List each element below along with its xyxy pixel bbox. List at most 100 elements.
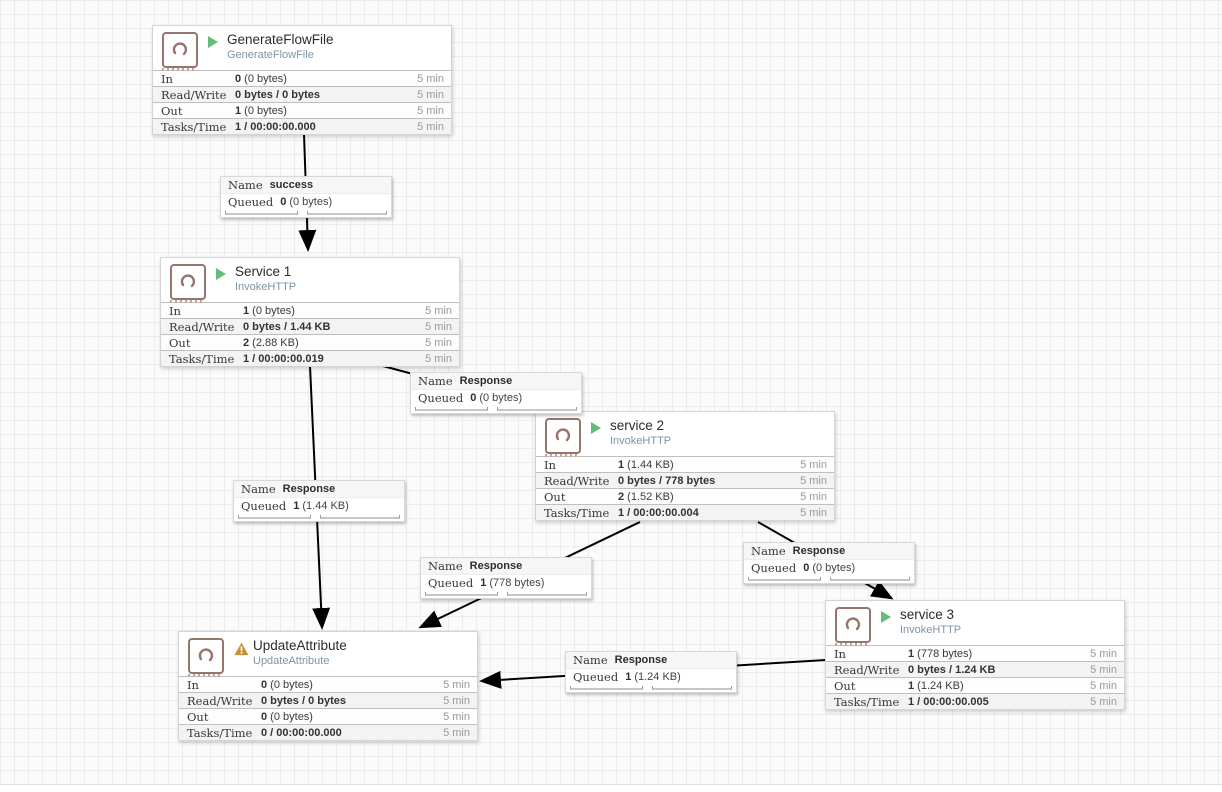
connection-name: Response <box>459 375 513 387</box>
connection-name: success <box>269 179 314 191</box>
stamp-perforation <box>188 674 222 677</box>
stat-label: Out <box>161 103 183 118</box>
queued-count: 0 <box>470 392 477 404</box>
stat-row-in: In 1 (778 bytes) 5 min <box>826 645 1124 661</box>
running-icon <box>881 611 891 623</box>
processor-service-1[interactable]: Service 1 InvokeHTTP In 1 (0 bytes) 5 mi… <box>160 257 460 367</box>
stat-value: 0 bytes / 1.24 KB <box>908 663 996 676</box>
stat-window: 5 min <box>443 726 470 739</box>
processor-type: InvokeHTTP <box>610 435 672 447</box>
stat-value: 0 / 00:00:00.000 <box>261 726 342 739</box>
queued-count: 0 <box>803 562 810 574</box>
processor-header: UpdateAttribute UpdateAttribute <box>179 632 477 677</box>
queue-indicator <box>421 591 591 598</box>
processor-updateattribute[interactable]: UpdateAttribute UpdateAttribute In 0 (0 … <box>178 631 478 741</box>
connection-label-response-4[interactable]: Name Response Queued 0 (0 bytes) <box>743 542 915 584</box>
stat-window: 5 min <box>417 120 444 133</box>
stat-row-in: In 0 (0 bytes) 5 min <box>153 70 451 86</box>
stat-row-out: Out 1 (1.24 KB) 5 min <box>826 677 1124 693</box>
stat-label: Read/Write <box>187 693 253 708</box>
stat-window: 5 min <box>1090 679 1117 692</box>
stat-label: Tasks/Time <box>834 694 900 709</box>
processor-name: UpdateAttribute <box>253 638 347 653</box>
processor-service-2[interactable]: service 2 InvokeHTTP In 1 (1.44 KB) 5 mi… <box>535 411 835 521</box>
connection-name-row: Name Response <box>411 373 581 390</box>
stat-value: 0 (0 bytes) <box>261 678 313 691</box>
stat-label: Tasks/Time <box>544 505 610 520</box>
connection-name: Response <box>792 545 846 557</box>
queue-indicator <box>744 576 914 583</box>
connection-name: Response <box>282 483 336 495</box>
connection-name-row: Name success <box>221 177 391 194</box>
stat-value: 1 (778 bytes) <box>908 647 973 660</box>
stat-window: 5 min <box>800 474 827 487</box>
stat-value: 0 bytes / 0 bytes <box>235 88 320 101</box>
stat-value: 1 / 00:00:00.019 <box>243 352 324 365</box>
processor-type: InvokeHTTP <box>235 281 297 293</box>
connection-queued-row: Queued 1 (778 bytes) <box>428 576 545 590</box>
queued-size: (1.24 KB) <box>634 671 681 683</box>
stat-value: 0 bytes / 0 bytes <box>261 694 346 707</box>
stat-value: 1 / 00:00:00.005 <box>908 695 989 708</box>
processor-name: service 3 <box>900 607 955 622</box>
stat-label: Read/Write <box>169 319 235 334</box>
stat-value: 0 bytes / 778 bytes <box>618 474 716 487</box>
queued-size: (1.44 KB) <box>302 500 349 512</box>
queued-size: (0 bytes) <box>812 562 856 574</box>
stat-label: Out <box>169 335 191 350</box>
queued-count: 1 <box>293 500 300 512</box>
queue-indicator <box>221 210 391 217</box>
stat-row-in: In 0 (0 bytes) 5 min <box>179 676 477 692</box>
queue-indicator <box>411 406 581 413</box>
processor-generateflowfile[interactable]: GenerateFlowFile GenerateFlowFile In 0 (… <box>152 25 452 135</box>
processor-type: InvokeHTTP <box>900 624 962 636</box>
stat-label: Tasks/Time <box>187 725 253 740</box>
stat-window: 5 min <box>425 352 452 365</box>
stat-row-in: In 1 (0 bytes) 5 min <box>161 302 459 318</box>
connection-label-response-2[interactable]: Name Response Queued 1 (1.44 KB) <box>233 480 405 522</box>
stat-row-readwrite: Read/Write 0 bytes / 0 bytes 5 min <box>153 86 451 102</box>
stat-row-tasks: Tasks/Time 1 / 00:00:00.019 5 min <box>161 350 459 366</box>
canvas-bottom-edge <box>0 784 1222 792</box>
processor-icon <box>545 418 581 454</box>
stat-row-readwrite: Read/Write 0 bytes / 0 bytes 5 min <box>179 692 477 708</box>
connection-label-response-1[interactable]: Name Response Queued 0 (0 bytes) <box>410 372 582 414</box>
stat-label: Out <box>834 678 856 693</box>
processor-service-3[interactable]: service 3 InvokeHTTP In 1 (778 bytes) 5 … <box>825 600 1125 710</box>
stat-value: 1 / 00:00:00.000 <box>235 120 316 133</box>
stat-window: 5 min <box>800 506 827 519</box>
connection-name-row: Name Response <box>421 558 591 575</box>
connection-label-response-5[interactable]: Name Response Queued 1 (1.24 KB) <box>565 651 737 693</box>
stat-value: 0 (0 bytes) <box>261 710 313 723</box>
stat-window: 5 min <box>425 304 452 317</box>
connection-queued-row: Queued 0 (0 bytes) <box>228 195 333 209</box>
processor-type: GenerateFlowFile <box>227 49 314 61</box>
stat-row-out: Out 0 (0 bytes) 5 min <box>179 708 477 724</box>
stat-window: 5 min <box>1090 663 1117 676</box>
stat-row-out: Out 1 (0 bytes) 5 min <box>153 102 451 118</box>
stat-row-tasks: Tasks/Time 1 / 00:00:00.000 5 min <box>153 118 451 134</box>
connection-label-success[interactable]: Name success Queued 0 (0 bytes) <box>220 176 392 218</box>
stat-value: 1 / 00:00:00.004 <box>618 506 699 519</box>
stamp-perforation <box>170 300 204 303</box>
stat-row-readwrite: Read/Write 0 bytes / 778 bytes 5 min <box>536 472 834 488</box>
queue-indicator <box>566 685 736 692</box>
processor-header: GenerateFlowFile GenerateFlowFile <box>153 26 451 71</box>
queued-count: 0 <box>280 196 287 208</box>
stat-value: 1 (0 bytes) <box>235 104 287 117</box>
queued-count: 1 <box>480 577 487 589</box>
stamp-perforation <box>545 454 579 457</box>
stat-window: 5 min <box>800 490 827 503</box>
connection-name: Response <box>614 654 668 666</box>
connection-label-response-3[interactable]: Name Response Queued 1 (778 bytes) <box>420 557 592 599</box>
stat-label: Out <box>187 709 209 724</box>
stat-window: 5 min <box>1090 647 1117 660</box>
connection-name-row: Name Response <box>234 481 404 498</box>
stat-value: 1 (1.24 KB) <box>908 679 964 692</box>
stat-label: Tasks/Time <box>169 351 235 366</box>
stat-window: 5 min <box>425 336 452 349</box>
connection-queued-row: Queued 1 (1.24 KB) <box>573 670 681 684</box>
stat-window: 5 min <box>417 72 444 85</box>
queue-indicator <box>234 514 404 521</box>
